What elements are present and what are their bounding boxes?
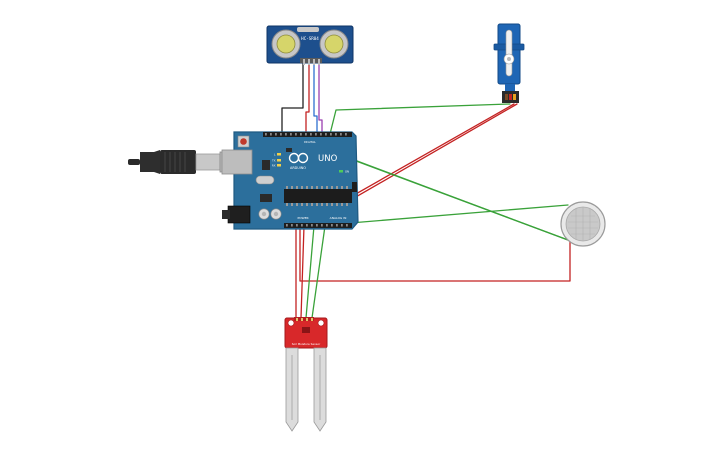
wire-ultrasonic-echo	[318, 63, 323, 135]
crystal	[255, 175, 275, 185]
arduino-brand: ARDUINO	[290, 166, 306, 170]
wire-soil-gnd	[300, 225, 305, 319]
usb-port	[221, 149, 253, 175]
led-on	[339, 170, 343, 173]
arduino-uno-board[interactable]: DIGITAL POWER ANALOG IN ARDUINO UNO	[221, 131, 359, 230]
crystal-oscillator	[297, 27, 319, 32]
led-tx-label: TX	[272, 159, 276, 163]
ultrasonic-pin-header	[300, 58, 322, 63]
wire-gas-vcc	[299, 225, 571, 282]
digital-header	[263, 132, 352, 137]
wire-ultrasonic-vcc	[305, 63, 310, 135]
led-l-label: L	[274, 153, 276, 157]
usb-chip	[262, 160, 270, 170]
servo-motor[interactable]	[493, 23, 525, 103]
soil-moisture-sensor[interactable]: Soil Moisture Sensor	[284, 317, 328, 432]
soil-probe-icon	[285, 347, 327, 432]
soil-label: Soil Moisture Sensor	[292, 342, 321, 346]
small-chip	[286, 148, 292, 152]
reset-button-icon[interactable]	[237, 135, 250, 148]
atmega-chip	[284, 186, 352, 206]
wire-ultrasonic-gnd	[281, 63, 304, 135]
board-name: UNO	[318, 154, 338, 164]
led-on-label: ON	[345, 170, 349, 174]
led-tx	[277, 159, 281, 162]
power-label: POWER	[297, 216, 308, 220]
wire-ultrasonic-trig	[313, 63, 318, 135]
led-l	[277, 153, 281, 156]
mount-hole-right	[317, 319, 325, 327]
dc-jack	[227, 205, 251, 224]
wire-servo-signal	[329, 103, 511, 135]
wire-gas-signal-1	[337, 204, 569, 225]
led-rx-label: RX	[272, 164, 276, 168]
arduino-logo-icon	[288, 152, 309, 164]
voltage-regulator	[260, 194, 272, 202]
led-rx	[277, 164, 281, 167]
wire-soil-signal-1	[305, 225, 315, 319]
gas-sensor[interactable]	[560, 201, 606, 247]
analog-label: ANALOG IN	[330, 216, 347, 220]
power-analog-header	[284, 223, 352, 228]
ultrasonic-sensor[interactable]: HC-SR04	[266, 25, 354, 65]
digital-label: DIGITAL	[304, 140, 316, 144]
ultrasonic-label: HC-SR04	[301, 36, 319, 41]
servo-horn-icon	[503, 29, 515, 77]
wire-soil-signal-2	[311, 225, 326, 319]
soil-chip	[302, 327, 310, 333]
icsp-header	[352, 182, 357, 192]
mount-hole-left	[287, 319, 295, 327]
